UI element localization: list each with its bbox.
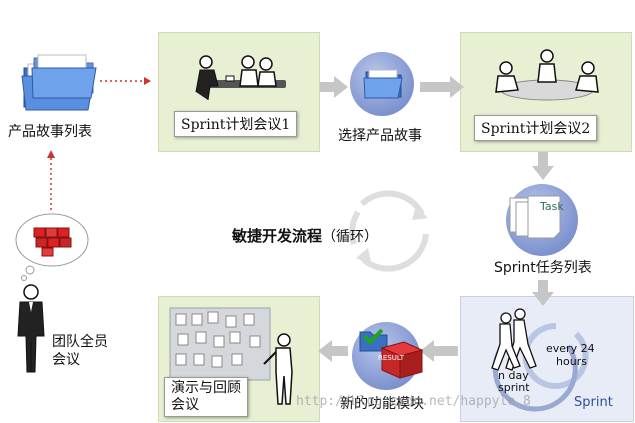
center-subtitle: （循环） [322, 229, 379, 245]
sprint-small-text: sprint [498, 381, 530, 394]
team-member-icon [17, 284, 45, 373]
cycle-arrows-icon [349, 190, 429, 272]
center-title-row: 敏捷开发流程（循环） [232, 227, 379, 245]
result-text: RESULT [378, 354, 405, 362]
hours-text: hours [556, 355, 587, 368]
task-card-text: Task [540, 200, 564, 213]
sprint-brand-text: Sprint [574, 395, 613, 410]
dotted-arrow-up [47, 150, 55, 212]
gray-arrow-right-2 [420, 76, 464, 98]
gray-arrow-down-1 [532, 152, 554, 180]
task-cards-icon [509, 195, 561, 239]
team-meeting-line1: 团队全员 [52, 334, 108, 350]
select-stories-label: 选择产品故事 [338, 128, 422, 144]
gray-arrow-right-1 [320, 76, 348, 98]
result-box-icon [359, 328, 424, 379]
dotted-arrow-right [100, 77, 151, 85]
demo-review-line2: 会议 [171, 396, 199, 413]
folder-icon [363, 69, 403, 99]
center-title: 敏捷开发流程 [232, 227, 323, 245]
team-meeting-line2: 会议 [52, 352, 80, 368]
gray-arrow-left-2 [318, 340, 348, 362]
n-day-text: n day [498, 369, 529, 382]
sprint-meeting-1-label: Sprint计划会议1 [174, 111, 298, 137]
product-backlog-label: 产品故事列表 [8, 124, 92, 140]
every-24-text: every 24 [546, 342, 595, 355]
demo-review-line1: 演示与回顾 [171, 380, 241, 396]
sprint-cycle-graphic [491, 308, 589, 412]
watermark-text: http://blog.csdn.net/happyle 8 [296, 394, 531, 409]
folder-stack-icon [21, 54, 97, 111]
presentation-board-icon [169, 307, 293, 405]
round-table-meeting-icon [495, 49, 599, 101]
sprint-cycle-panel [460, 296, 634, 422]
new-feature-label: 新的功能模块 [340, 396, 424, 412]
sprint-backlog-label: Sprint任务列表 [494, 260, 592, 276]
meeting-people-icon [195, 55, 286, 101]
sprint-meeting-2-label: Sprint计划会议2 [474, 115, 598, 141]
thought-bubble-icon [15, 213, 89, 281]
demo-review-label: 演示与回顾 会议 [164, 377, 248, 417]
gray-arrow-left-1 [420, 340, 458, 362]
gray-arrow-down-2 [532, 280, 554, 306]
